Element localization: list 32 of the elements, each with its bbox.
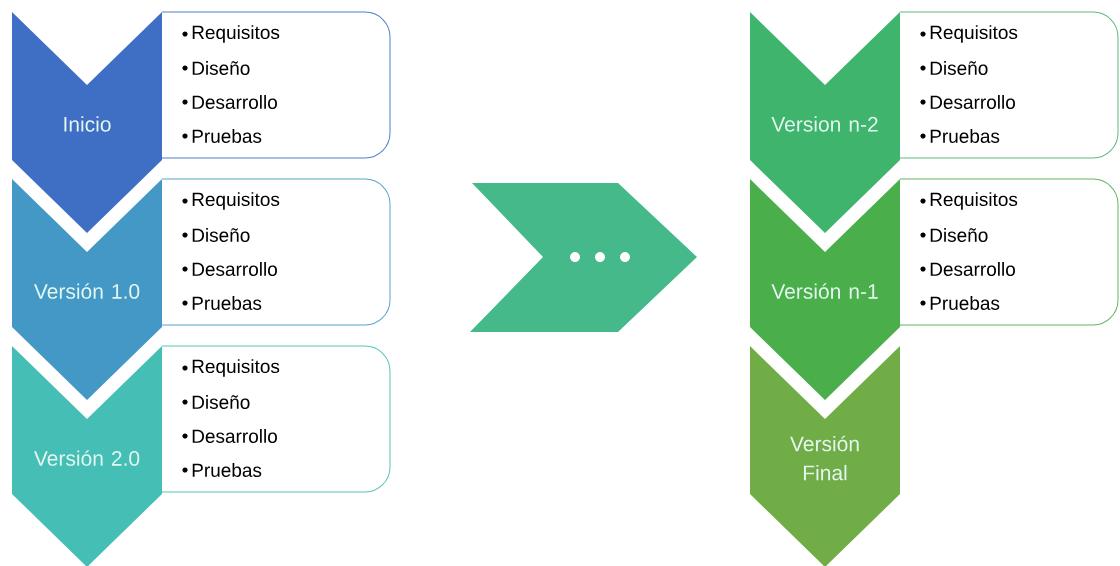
list-box	[161, 178, 391, 326]
list-item: Diseño	[920, 228, 988, 242]
list-item: Requisitos	[182, 359, 280, 377]
list-item: Desarrollo	[182, 429, 277, 443]
list-item: Requisitos	[920, 25, 1018, 43]
list-box	[899, 178, 1119, 326]
list-item: Requisitos	[920, 192, 1018, 210]
stage-banner: Version n-2	[750, 12, 900, 233]
stage-banner: Versión 2.0	[12, 346, 162, 566]
stage-banner: Versión n-1	[750, 179, 900, 400]
list-item: Diseño	[182, 228, 250, 242]
list-item: Pruebas	[182, 463, 262, 477]
list-box	[161, 11, 391, 159]
list-item: Requisitos	[182, 192, 280, 210]
chevron-arrow	[470, 183, 697, 332]
list-item: Pruebas	[182, 129, 262, 143]
list-item: Desarrollo	[182, 95, 277, 109]
stage-banner: Inicio	[12, 12, 162, 233]
list-item: Diseño	[182, 61, 250, 75]
list-box	[161, 345, 391, 493]
list-item: Requisitos	[182, 25, 280, 43]
list-item: Pruebas	[920, 129, 1000, 143]
stage-banner: Versión 1.0	[12, 179, 162, 400]
list-item: Desarrollo	[182, 262, 277, 276]
list-box	[899, 11, 1119, 159]
list-item: Pruebas	[182, 296, 262, 310]
stage-banner: Versión Final	[750, 346, 900, 566]
list-item: Desarrollo	[920, 95, 1015, 109]
list-item: Diseño	[920, 61, 988, 75]
list-item: Diseño	[182, 395, 250, 409]
list-item: Pruebas	[920, 296, 1000, 310]
list-item: Desarrollo	[920, 262, 1015, 276]
